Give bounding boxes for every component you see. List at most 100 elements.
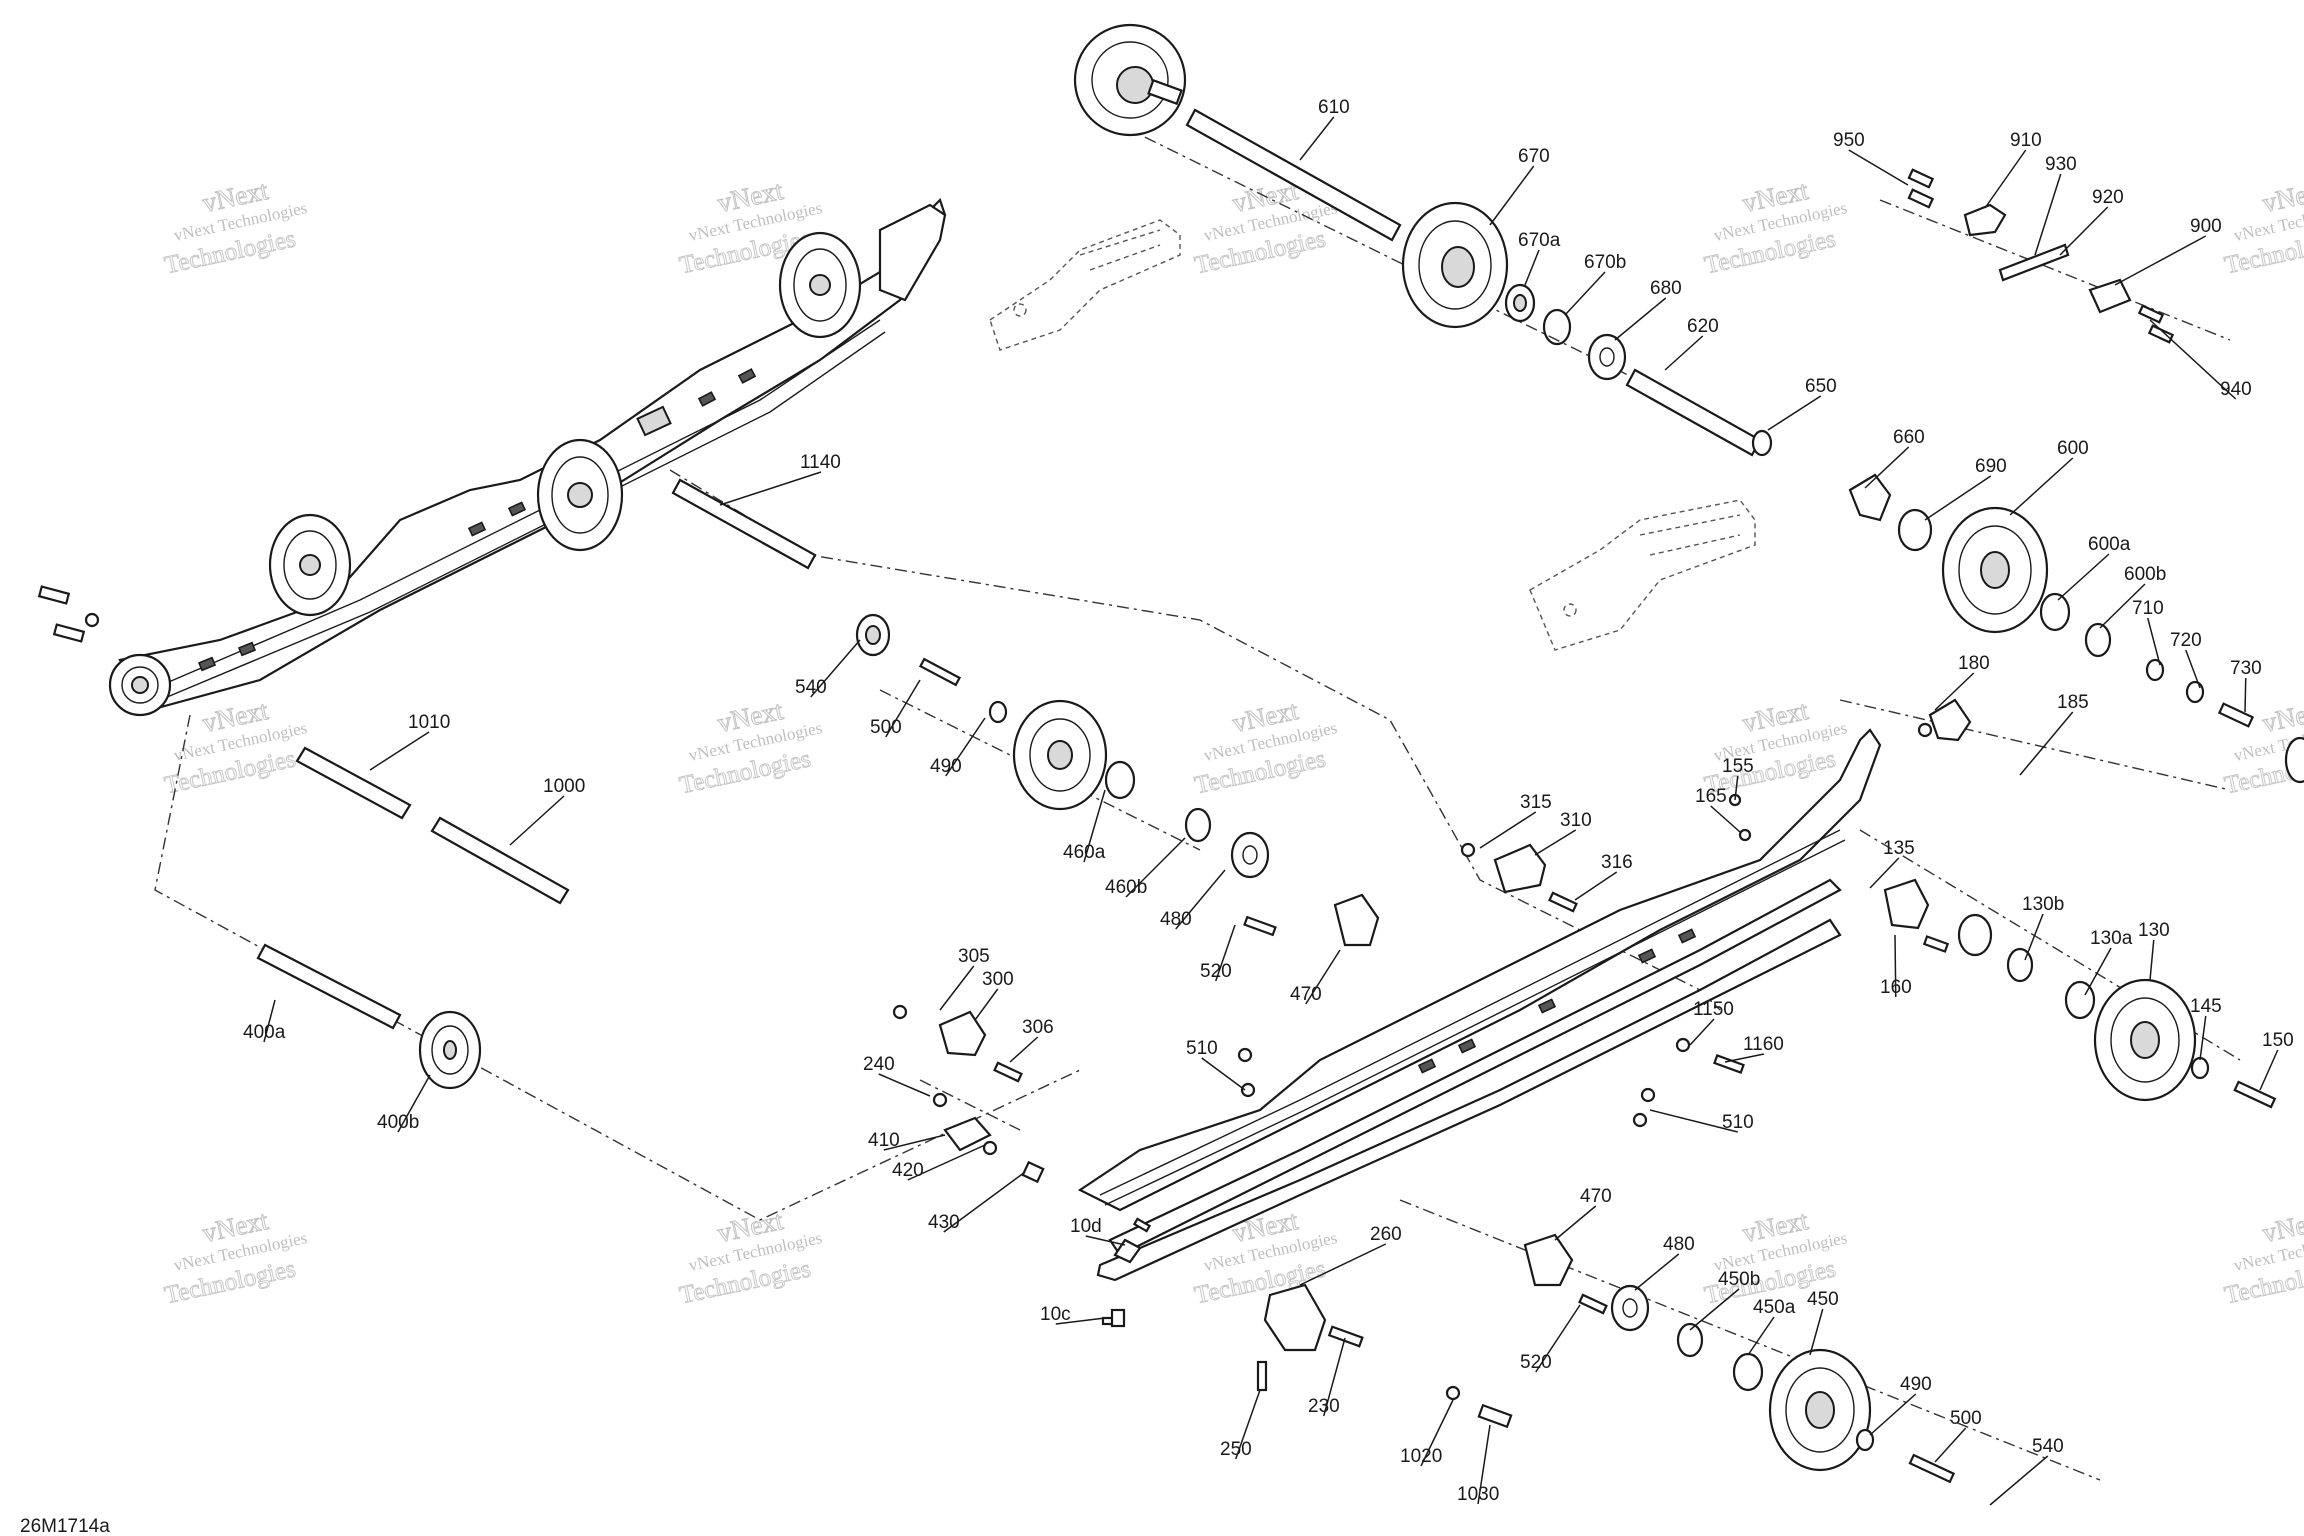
callout-730: 730: [2230, 658, 2262, 679]
callout-10c: 10c: [1040, 1304, 1071, 1325]
callout-520: 520: [1200, 961, 1232, 982]
callout-145: 145: [2190, 996, 2222, 1017]
callout-400b: 400b: [377, 1112, 419, 1133]
callout-leader: [1215, 924, 1236, 982]
shaft-1140: [671, 478, 817, 570]
callout-leader: [1869, 1393, 1917, 1436]
callout-540: 540: [2032, 1436, 2064, 1457]
callout-316: 316: [1601, 852, 1633, 873]
callout-1140: 1140: [800, 452, 841, 473]
callout-leader: [263, 999, 276, 1043]
callout-135: 135: [1883, 838, 1915, 859]
callout-leader: [885, 679, 921, 738]
callout-leader: [810, 639, 861, 698]
callout-leader: [1535, 1304, 1581, 1373]
callout-450: 450: [1807, 1289, 1839, 1310]
callout-leader: [2199, 1015, 2207, 1061]
callout-leader: [719, 471, 822, 506]
callout-480: 480: [1663, 1234, 1695, 1255]
callout-710: 710: [2132, 598, 2164, 619]
callout-leader: [1924, 475, 1992, 521]
callout-165: 165: [1695, 786, 1727, 807]
callout-940: 940: [2220, 379, 2252, 400]
callout-leader: [2149, 939, 2155, 981]
callout-540: 540: [795, 677, 827, 698]
wheel-400b: [418, 1010, 482, 1090]
callout-leader: [1664, 335, 1704, 371]
callout-300: 300: [982, 969, 1014, 990]
callout-510: 510: [1722, 1112, 1754, 1133]
callout-305: 305: [958, 946, 990, 967]
rail-wheel-middle: [268, 513, 352, 617]
callout-leader: [369, 731, 430, 771]
plate-410-group: [932, 1092, 1045, 1184]
callout-1000: 1000: [543, 776, 585, 797]
callout-leader: [1689, 1018, 1715, 1046]
callout-306: 306: [1022, 1017, 1054, 1038]
small-hardware-lower: [1101, 793, 1752, 1326]
callout-600a: 600a: [2088, 534, 2131, 555]
callout-600b: 600b: [2124, 564, 2166, 585]
callout-leader: [2024, 913, 2044, 961]
callout-leader: [1125, 837, 1186, 898]
wheel-670: [1401, 201, 1509, 329]
callout-leader: [1724, 1053, 1765, 1063]
bracket-260-group: [1256, 1283, 1364, 1392]
callout-leader: [2147, 617, 2161, 666]
right-rail-assembly: [1077, 728, 1882, 1282]
rail-wheel-rear: [778, 231, 862, 339]
rail-slots: [197, 368, 757, 672]
callout-600: 600: [2057, 438, 2089, 459]
document-id: 26M1714a: [20, 1516, 110, 1536]
callout-240: 240: [863, 1054, 895, 1075]
ghost-bracket-lower: [1529, 499, 1756, 651]
callout-430: 430: [928, 1212, 960, 1233]
callout-480: 480: [1160, 909, 1192, 930]
wheel-460-group: [855, 613, 1270, 879]
callout-leader: [1299, 116, 1335, 161]
wheel-600-group: [1848, 473, 2255, 742]
callout-leader: [943, 1171, 1026, 1233]
callout-leader: [1894, 934, 1897, 998]
callout-490: 490: [930, 756, 962, 777]
callout-leader: [2149, 319, 2237, 400]
callout-leader: [2084, 947, 2112, 996]
rear-idler-wheel-left: [1073, 23, 1187, 137]
callout-185: 185: [2057, 692, 2089, 713]
callout-930: 930: [2045, 154, 2077, 175]
callout-leader: [1323, 1337, 1346, 1417]
washer-650: [1751, 429, 1773, 457]
axle-610: [1185, 108, 1402, 242]
callout-leader: [2034, 173, 2062, 256]
callout-420: 420: [892, 1160, 924, 1181]
callout-410: 410: [868, 1130, 900, 1151]
callout-leader: [1869, 857, 1900, 889]
rail-slots-right: [1417, 928, 1697, 1074]
callout-150: 150: [2262, 1030, 2294, 1051]
callout-leader: [1201, 1057, 1246, 1091]
callout-leader: [1085, 1235, 1126, 1246]
slide-10d: [1110, 1238, 1142, 1328]
screws-1020-1030: [1445, 1385, 1513, 1429]
callout-310: 310: [1560, 810, 1592, 831]
callout-900: 900: [2190, 216, 2222, 237]
callout-130b: 130b: [2022, 894, 2064, 915]
callout-250: 250: [1220, 1439, 1252, 1460]
callout-670: 670: [1518, 146, 1550, 167]
callout-leader: [1934, 1427, 1967, 1463]
callout-470: 470: [1290, 984, 1322, 1005]
callout-leader: [1420, 1399, 1454, 1467]
callout-leader: [2244, 677, 2247, 713]
shaft-1000: [430, 816, 570, 905]
callout-leader: [1734, 775, 1739, 801]
callout-1150: 1150: [1693, 999, 1734, 1020]
callout-leader: [1649, 1109, 1738, 1133]
shaft-400a: [256, 943, 402, 1030]
callout-1160: 1160: [1743, 1034, 1784, 1055]
callout-660: 660: [1893, 427, 1925, 448]
